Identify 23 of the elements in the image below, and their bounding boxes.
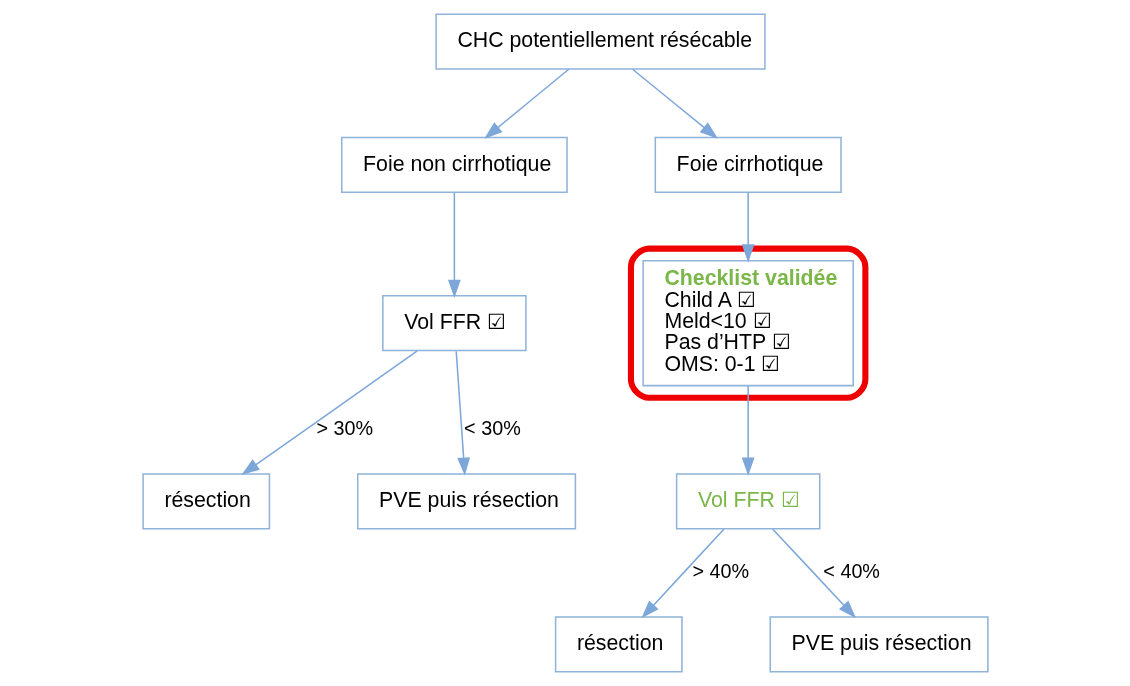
node-box: résection <box>554 616 683 673</box>
node-box: PVE puis résection <box>769 616 989 673</box>
node-box: Vol FFR ☑ <box>675 473 820 530</box>
arrow <box>741 192 755 263</box>
edge-label: < 40% <box>822 560 880 583</box>
node-box: Vol FFR ☑ <box>381 295 527 352</box>
node-box: résection <box>141 473 270 530</box>
arrow <box>483 68 570 139</box>
arrow <box>631 68 718 139</box>
arrow <box>447 192 461 299</box>
node-box: Checklist validée Child A ☑ Meld<10 ☑ Pas d’HTP ☑ OMS: 0-1 ☑ <box>641 260 854 387</box>
edge-label: > 30% <box>315 416 373 439</box>
node-box: CHC potentiellement résécable <box>434 13 766 70</box>
arrow <box>771 528 856 619</box>
node-box: Foie cirrhotique <box>654 136 842 194</box>
arrow <box>455 350 470 476</box>
arrow <box>240 350 418 475</box>
node-box: Foie non cirrhotique <box>340 136 568 194</box>
edge-label: < 30% <box>463 416 521 439</box>
arrow <box>640 528 725 619</box>
arrow <box>741 385 755 476</box>
edge-label: > 40% <box>691 560 749 583</box>
node-box: PVE puis résection <box>356 473 576 530</box>
